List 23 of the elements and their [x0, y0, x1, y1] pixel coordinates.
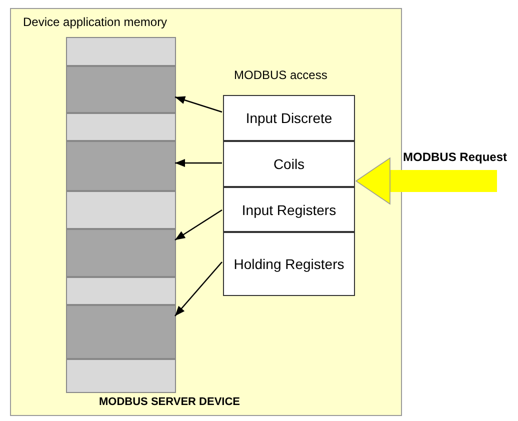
edge-label: MODBUS Request — [402, 150, 508, 164]
table-cell: Input Discrete — [223, 95, 355, 141]
panel-heading: Device application memory — [23, 15, 168, 29]
panel-caption: MODBUS SERVER DEVICE — [99, 396, 240, 408]
arrow — [174, 209, 222, 241]
arrow — [174, 262, 222, 316]
memory-block — [66, 277, 176, 305]
table-cell: Holding Registers — [223, 232, 355, 296]
memory-block — [66, 305, 176, 359]
memory-block — [66, 66, 176, 113]
memory-block — [66, 37, 176, 66]
table-cell: Input Registers — [223, 187, 355, 232]
memory-block — [66, 113, 176, 141]
arrow — [175, 159, 222, 167]
device-panel — [10, 8, 402, 416]
section-heading: MODBUS access — [234, 68, 328, 82]
memory-block — [66, 141, 176, 191]
memory-block — [66, 229, 176, 277]
block-arrow — [356, 158, 497, 204]
memory-block — [66, 191, 176, 229]
memory-block — [66, 359, 176, 393]
table-cell: Coils — [223, 141, 355, 187]
arrow — [174, 96, 222, 113]
